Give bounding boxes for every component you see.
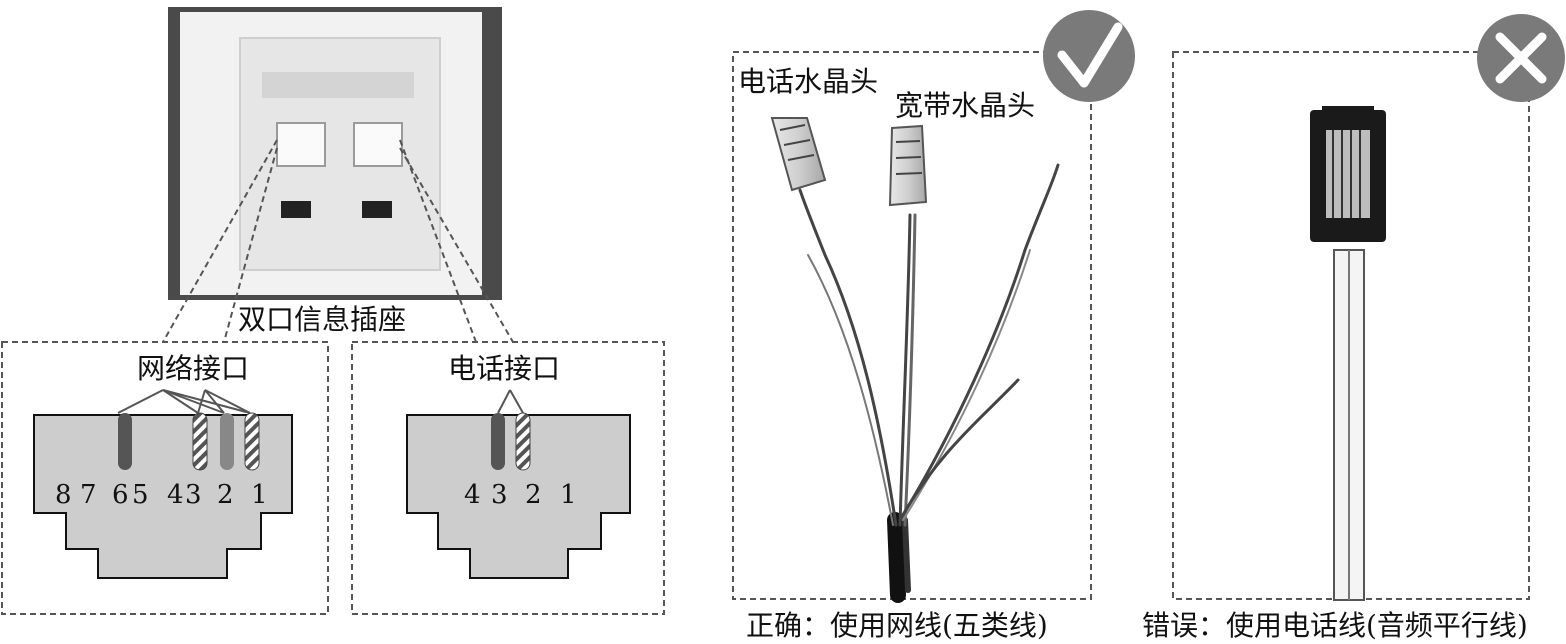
wrong-caption: 错误：使用电话线(音频平行线)	[1142, 609, 1528, 642]
pin-label: 8	[55, 480, 72, 510]
wire-pin-6	[118, 413, 132, 470]
rj11-port-shape	[406, 389, 631, 579]
checkmark-icon	[1057, 22, 1123, 88]
pin-label: 1	[251, 480, 268, 510]
check-badge	[1043, 10, 1135, 102]
broadband-plug-icon	[888, 124, 928, 207]
pin-label: 7	[80, 480, 97, 510]
wire-pin-1	[244, 412, 260, 471]
phone-cable-photo	[1310, 106, 1386, 601]
pin-label: 4	[167, 480, 184, 510]
network-port-panel	[1, 341, 329, 615]
phone-plug-icon	[770, 117, 827, 192]
rj45-port-shape	[33, 389, 293, 579]
pin-label: 3	[185, 480, 202, 510]
cat5-cable-photo	[798, 163, 1060, 603]
pin-label: 2	[217, 480, 234, 510]
correct-cable-panel	[732, 51, 1092, 600]
wire-pin-3	[192, 412, 208, 471]
pin-label: 6	[112, 480, 129, 510]
dual-socket-photo	[168, 7, 502, 300]
cross-badge	[1477, 14, 1565, 102]
wire-pin-3	[491, 413, 505, 470]
cross-icon	[1495, 32, 1547, 84]
network-port-title: 网络接口	[137, 352, 250, 385]
pin-label: 2	[525, 480, 542, 510]
phone-plug-label: 电话水晶头	[738, 65, 879, 98]
pin-label: 3	[491, 480, 508, 510]
pin-label: 4	[464, 480, 481, 510]
wire-pin-2	[515, 412, 531, 471]
socket-caption: 双口信息插座	[238, 303, 407, 336]
pin-label: 1	[560, 480, 577, 510]
wire-pin-2	[220, 413, 234, 470]
phone-port-title: 电话接口	[448, 352, 561, 385]
correct-caption: 正确：使用网线(五类线)	[746, 609, 1048, 642]
broadband-plug-label: 宽带水晶头	[895, 89, 1036, 122]
phone-port-panel	[351, 341, 665, 615]
pin-label: 5	[132, 480, 149, 510]
